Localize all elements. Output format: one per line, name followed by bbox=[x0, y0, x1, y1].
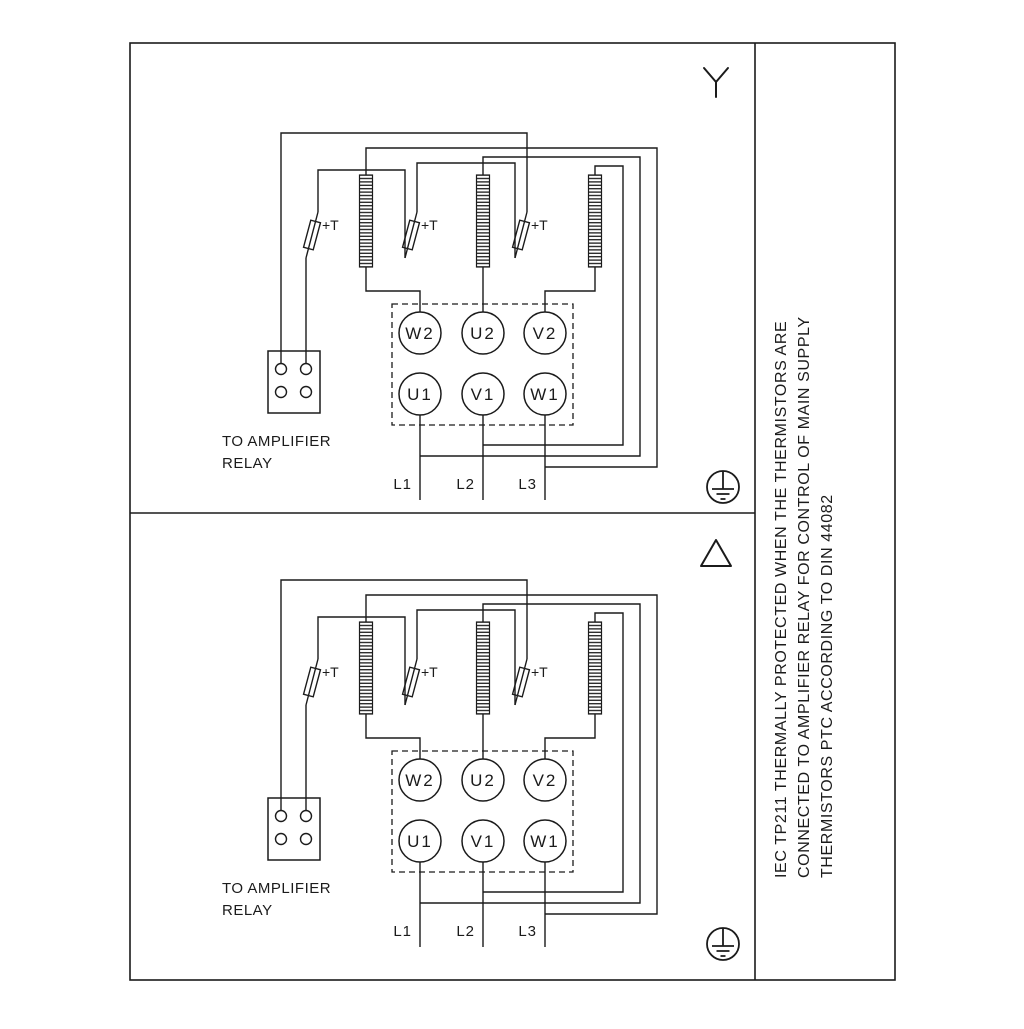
terminal-label: U2 bbox=[470, 324, 496, 343]
terminal-label: V2 bbox=[533, 324, 558, 343]
thermistor-chain-wires bbox=[280, 132, 528, 363]
thermistor-label: +T bbox=[531, 217, 548, 233]
earth-icon bbox=[712, 471, 734, 500]
thermistor-lead-wires bbox=[305, 211, 528, 259]
terminal-w1 bbox=[523, 372, 567, 416]
winding-bottom-wires bbox=[365, 714, 596, 759]
terminal-u1 bbox=[398, 819, 442, 863]
terminal-w2 bbox=[398, 311, 442, 355]
delta-connection-icon bbox=[700, 539, 732, 567]
supply-wires bbox=[419, 415, 546, 500]
terminal-w1 bbox=[523, 819, 567, 863]
earth-icon bbox=[712, 928, 734, 957]
terminal-v1 bbox=[461, 372, 505, 416]
winding-bottom-wires bbox=[365, 267, 596, 312]
terminal-v2 bbox=[523, 758, 567, 802]
winding-coil-v bbox=[587, 621, 603, 715]
terminal-u2 bbox=[461, 311, 505, 355]
supply-label-l3: L3 bbox=[518, 923, 537, 940]
thermistor-label: +T bbox=[322, 217, 339, 233]
thermistor-label: +T bbox=[531, 664, 548, 680]
winding-coil-v bbox=[587, 174, 603, 268]
star-panel: W2 U2 V2 U1 V1 W1 +T +T +T TO AMPLIFIER … bbox=[222, 67, 740, 504]
relay-terminal bbox=[274, 832, 288, 846]
delta-panel: W2 U2 V2 U1 V1 W1 +T +T +T TO AMPLIFIER … bbox=[222, 539, 740, 961]
thermistor-label: +T bbox=[322, 664, 339, 680]
winding-top-wires bbox=[365, 147, 658, 468]
relay-terminal bbox=[274, 809, 288, 823]
supply-label-l2: L2 bbox=[456, 923, 475, 940]
supply-label-l2: L2 bbox=[456, 476, 475, 493]
diagram-border bbox=[129, 42, 896, 981]
terminal-label: W2 bbox=[405, 324, 435, 343]
terminal-label: U1 bbox=[407, 832, 433, 851]
winding-top-wires bbox=[365, 594, 658, 915]
supply-label-l1: L1 bbox=[393, 923, 412, 940]
winding-coil-u bbox=[475, 621, 491, 715]
thermistor-chain-wires bbox=[280, 579, 528, 810]
terminal-label: W1 bbox=[530, 385, 560, 404]
terminal-label: V1 bbox=[471, 385, 496, 404]
relay-terminal bbox=[299, 832, 313, 846]
relay-caption-line2: RELAY bbox=[222, 902, 273, 919]
terminal-u2 bbox=[461, 758, 505, 802]
terminal-label: U2 bbox=[470, 771, 496, 790]
relay-terminal bbox=[299, 809, 313, 823]
relay-terminal bbox=[299, 385, 313, 399]
relay-caption-line1: TO AMPLIFIER bbox=[222, 433, 331, 450]
winding-coil-u bbox=[475, 174, 491, 268]
sidebar-note-line2: CONNECTED TO AMPLIFIER RELAY FOR CONTROL… bbox=[796, 316, 813, 878]
earth-symbol bbox=[706, 470, 740, 504]
thermistor-label: +T bbox=[421, 217, 438, 233]
relay-caption-line1: TO AMPLIFIER bbox=[222, 880, 331, 897]
relay-terminal bbox=[299, 362, 313, 376]
thermistor-label: +T bbox=[421, 664, 438, 680]
terminal-u1 bbox=[398, 372, 442, 416]
relay-caption-line2: RELAY bbox=[222, 455, 273, 472]
sidebar-note-line1: IEC TP211 THERMALLY PROTECTED WHEN THE T… bbox=[773, 321, 790, 878]
winding-coil-w bbox=[358, 174, 374, 268]
earth-symbol bbox=[706, 927, 740, 961]
terminal-label: W1 bbox=[530, 832, 560, 851]
amplifier-relay-box bbox=[267, 797, 321, 861]
relay-terminal bbox=[274, 362, 288, 376]
winding-coil-w bbox=[358, 621, 374, 715]
terminal-v2 bbox=[523, 311, 567, 355]
amplifier-relay-box bbox=[267, 350, 321, 414]
thermistor-lead-wires bbox=[305, 658, 528, 706]
terminal-label: V2 bbox=[533, 771, 558, 790]
supply-label-l1: L1 bbox=[393, 476, 412, 493]
terminal-label: U1 bbox=[407, 385, 433, 404]
terminal-label: V1 bbox=[471, 832, 496, 851]
sidebar-note: IEC TP211 THERMALLY PROTECTED WHEN THE T… bbox=[773, 316, 836, 878]
sidebar-note-line3: THERMISTORS PTC ACCORDING TO DIN 44082 bbox=[819, 494, 836, 878]
terminal-w2 bbox=[398, 758, 442, 802]
terminal-label: W2 bbox=[405, 771, 435, 790]
star-connection-icon bbox=[703, 67, 729, 98]
supply-wires bbox=[419, 862, 546, 947]
relay-terminal bbox=[274, 385, 288, 399]
terminal-v1 bbox=[461, 819, 505, 863]
delta-panel-circuit: W2 U2 V2 U1 V1 W1 +T +T +T TO AMPLIFIER … bbox=[222, 579, 658, 947]
supply-label-l3: L3 bbox=[518, 476, 537, 493]
